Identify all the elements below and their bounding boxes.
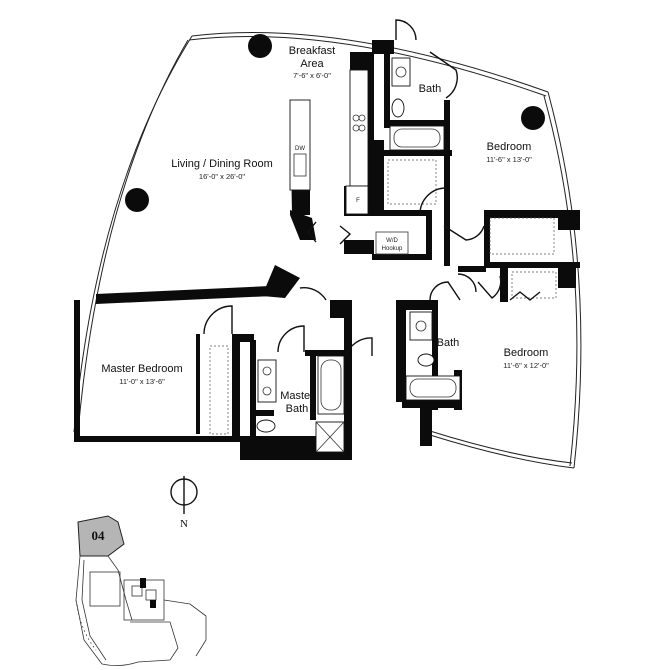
breakfast-area-name-2: Area [300,58,324,70]
bath-mid-name: Bath [437,337,460,349]
breakfast-area-name-1: Breakfast [289,45,335,57]
bedroom-top-dims: 11'-6" x 13'-0" [486,155,532,164]
dishwasher-label: DW [295,146,305,152]
fixture-labels: DW F W/D Hookup [295,146,409,255]
key-plan-unit-number: 04 [92,528,106,543]
compass-north-label: N [180,518,188,530]
kitchen-fixtures [289,69,369,215]
door-swings [203,19,541,357]
key-plan: 04 [75,515,207,666]
master-bath-name-1: Master [280,390,314,402]
structural-columns [125,34,545,212]
bedroom-top-name: Bedroom [487,141,532,153]
master-bath-name-2: Bath [286,403,309,415]
bath-top-name: Bath [419,83,442,95]
living-dining-name: Living / Dining Room [171,158,273,170]
closet-lines [209,159,557,435]
washer-dryer-label-2: Hookup [382,246,403,252]
north-compass: N [170,476,198,530]
bedroom-right-dims: 11'-6" x 12'-0" [503,361,549,370]
room-labels: Breakfast Area 7'-6" x 6'-0" Bath Bedroo… [101,45,549,415]
exterior-glazing [73,31,582,469]
breakfast-area-dims: 7'-6" x 6'-0" [293,71,331,80]
bedroom-right-name: Bedroom [504,347,549,359]
fridge-label: F [356,198,360,204]
washer-dryer-label-1: W/D [386,238,398,244]
master-bedroom-name: Master Bedroom [101,363,182,375]
living-dining-dims: 16'-0" x 26'-0" [199,172,245,181]
master-bedroom-dims: 11'-0" x 13'-6" [119,377,165,386]
bath-fixtures [256,57,461,453]
